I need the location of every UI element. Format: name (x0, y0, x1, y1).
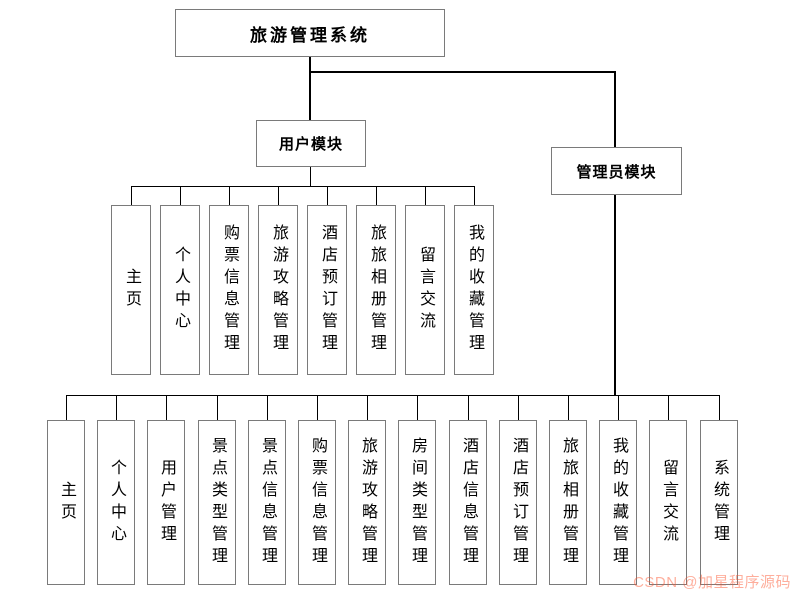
connector-line (278, 186, 279, 205)
connector-line (180, 186, 181, 205)
user-module-leaf: 我的收藏管理 (454, 205, 494, 375)
node-label: 个人中心 (108, 458, 125, 547)
connector-line (131, 186, 475, 187)
node-label: 主页 (123, 268, 140, 312)
node-label: 景点信息管理 (259, 436, 276, 569)
node-user-module-label: 用户模块 (278, 137, 343, 153)
connector-line (468, 395, 469, 420)
node-label: 酒店预订管理 (510, 436, 527, 569)
user-module-leaf: 旅游攻略管理 (258, 205, 298, 375)
connector-line (309, 57, 311, 121)
connector-line (376, 186, 377, 205)
node-label: 旅游攻略管理 (270, 224, 287, 356)
admin-module-leaf: 留言交流 (649, 420, 687, 585)
connector-line (267, 395, 268, 420)
user-module-leaf: 留言交流 (405, 205, 445, 375)
connector-line (425, 186, 426, 205)
admin-module-leaf: 景点信息管理 (248, 420, 286, 585)
connector-line (367, 395, 368, 420)
connector-line (116, 395, 117, 420)
node-label: 我的收藏管理 (610, 436, 627, 569)
node-label: 留言交流 (417, 246, 434, 334)
connector-line (131, 186, 132, 205)
connector-line (614, 71, 616, 147)
connector-line (327, 186, 328, 205)
user-module-leaf: 酒店预订管理 (307, 205, 347, 375)
admin-module-leaf: 我的收藏管理 (599, 420, 637, 585)
admin-module-leaf: 用户管理 (147, 420, 185, 585)
connector-line (66, 395, 720, 396)
node-root: 旅游管理系统 (175, 9, 445, 57)
node-label: 系统管理 (711, 458, 728, 547)
connector-line (618, 395, 619, 420)
connector-line (417, 395, 418, 420)
admin-module-leaf: 旅旅相册管理 (549, 420, 587, 585)
node-label: 我的收藏管理 (466, 224, 483, 356)
node-root-label: 旅游管理系统 (250, 25, 370, 45)
connector-line (229, 186, 230, 205)
node-label: 酒店预订管理 (319, 224, 336, 356)
admin-module-leaf: 景点类型管理 (198, 420, 236, 585)
admin-module-leaf: 酒店预订管理 (499, 420, 537, 585)
node-label: 旅游攻略管理 (359, 436, 376, 569)
connector-line (614, 195, 616, 395)
node-label: 酒店信息管理 (460, 436, 477, 569)
node-label: 用户管理 (158, 458, 175, 547)
admin-module-leaf: 旅游攻略管理 (348, 420, 386, 585)
node-label: 旅旅相册管理 (560, 436, 577, 569)
admin-module-leaf: 购票信息管理 (298, 420, 336, 585)
watermark: CSDN @加星程序源码 (633, 574, 791, 591)
connector-line (668, 395, 669, 420)
node-label: 房间类型管理 (409, 436, 426, 569)
node-admin-module-label: 管理员模块 (576, 164, 657, 181)
connector-line (719, 395, 720, 420)
connector-line (317, 395, 318, 420)
node-admin-module: 管理员模块 (551, 147, 682, 195)
user-module-leaf: 主页 (111, 205, 151, 375)
connector-line (309, 71, 616, 73)
connector-line (217, 395, 218, 420)
admin-module-leaf: 房间类型管理 (398, 420, 436, 585)
connector-line (166, 395, 167, 420)
node-label: 主页 (58, 480, 75, 525)
node-label: 购票信息管理 (309, 436, 326, 569)
connector-line (66, 395, 67, 420)
node-label: 留言交流 (660, 458, 677, 547)
admin-module-leaf: 系统管理 (700, 420, 738, 585)
node-label: 旅旅相册管理 (368, 224, 385, 356)
user-module-leaf: 个人中心 (160, 205, 200, 375)
admin-module-leaf: 酒店信息管理 (449, 420, 487, 585)
admin-module-leaf: 主页 (47, 420, 85, 585)
user-module-leaf: 购票信息管理 (209, 205, 249, 375)
user-module-leaf: 旅旅相册管理 (356, 205, 396, 375)
connector-line (310, 167, 311, 186)
node-label: 个人中心 (172, 246, 189, 334)
connector-line (474, 186, 475, 205)
node-user-module: 用户模块 (256, 120, 366, 167)
node-label: 购票信息管理 (221, 224, 238, 356)
connector-line (568, 395, 569, 420)
node-label: 景点类型管理 (209, 436, 226, 569)
admin-module-leaf: 个人中心 (97, 420, 135, 585)
connector-line (518, 395, 519, 420)
